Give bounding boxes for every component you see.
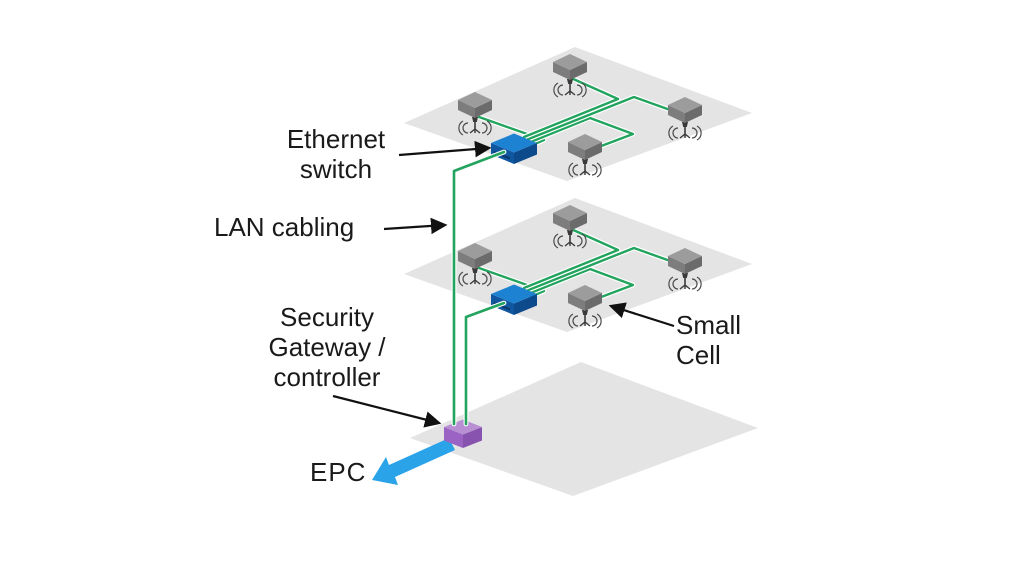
lan-cabling-label: LAN cabling <box>214 212 355 242</box>
gateway-front-face <box>444 427 463 448</box>
security-gateway-label-line1: Security <box>280 302 374 332</box>
epc-arrow-icon <box>372 438 455 485</box>
security-gateway-label: Security Gateway / controller <box>237 302 417 392</box>
small-cell-pointer-arrow <box>608 302 675 328</box>
security-gateway-label-line2: Gateway / <box>268 332 386 362</box>
security-gateway-label-line3: controller <box>273 362 381 392</box>
floor-bottom-plane <box>410 362 758 496</box>
epc-label: EPC <box>310 457 367 487</box>
ethernet-switch-pointer-arrow <box>398 140 492 158</box>
lan-riser-cable-middle <box>464 301 506 426</box>
lan-cabling-pointer-arrow <box>383 217 448 235</box>
small-cell-label: Small Cell <box>676 310 741 370</box>
floor-upper <box>404 47 752 181</box>
gateway-side-face <box>463 427 482 448</box>
small-cell-label-line1: Small <box>676 310 742 340</box>
ethernet-switch-label-line2: switch <box>299 154 373 184</box>
ethernet-switch-label: Ethernet switch <box>246 124 426 184</box>
small-cell-label-line2: Cell <box>676 340 721 370</box>
lan-riser-cable-upper <box>452 150 506 426</box>
ethernet-switch-label-line1: Ethernet <box>286 124 386 154</box>
security-gateway-pointer-arrow <box>332 394 442 428</box>
